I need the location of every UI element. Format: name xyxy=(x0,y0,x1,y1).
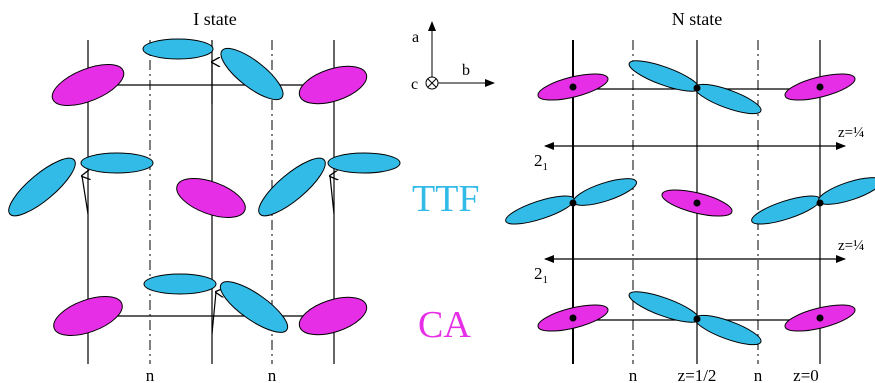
ttf-molecule xyxy=(80,152,154,174)
left-dimer-arrow-2 xyxy=(82,176,88,215)
z-level-label: z=¼ xyxy=(838,238,864,254)
n-state-title: N state xyxy=(672,9,722,29)
ttf-molecule xyxy=(628,60,700,92)
axes-indicator: a b c xyxy=(411,21,495,93)
z-half-label: z=1/2 xyxy=(678,366,717,383)
inversion-center-dot xyxy=(816,199,824,207)
i-state-title: I state xyxy=(193,9,236,29)
ca-molecule xyxy=(53,296,123,336)
n-glide-label: n xyxy=(268,366,277,383)
ttf-molecule xyxy=(220,47,284,101)
inversion-center-dot xyxy=(569,314,577,322)
inversion-center-dot xyxy=(693,84,701,92)
n-glide-label: n xyxy=(146,366,155,383)
ttf-molecule xyxy=(817,177,875,205)
screw-axis-subscript: 1 xyxy=(543,161,549,173)
left-dimer-arrow-4 xyxy=(211,292,216,335)
inversion-center-dot xyxy=(816,314,824,322)
ttf-molecule xyxy=(628,291,700,323)
inversion-center-dot xyxy=(569,199,577,207)
ttf-molecule xyxy=(8,157,76,217)
ca-molecule xyxy=(298,296,368,336)
ca-molecule xyxy=(298,65,368,105)
ttf-molecule xyxy=(751,195,821,225)
ttf-molecule xyxy=(572,178,638,206)
ttf-molecule xyxy=(258,157,326,217)
z-zero-label: z=0 xyxy=(793,366,819,383)
screw-axis-subscript: 1 xyxy=(543,274,549,286)
ca-legend-label: CA xyxy=(418,304,471,346)
a-axis-label: a xyxy=(412,29,419,46)
screw-axis-label: 21 xyxy=(534,151,548,173)
inversion-center-dot xyxy=(569,83,577,91)
ca-molecule xyxy=(51,63,125,107)
ttf-molecule xyxy=(142,38,214,60)
n-glide-label: n xyxy=(754,366,763,383)
ttf-molecule xyxy=(694,314,762,346)
ttf-molecule xyxy=(219,281,289,333)
inversion-center-dot xyxy=(693,199,701,207)
i-state-panel: I state n n xyxy=(8,9,401,383)
ttf-molecule xyxy=(327,152,401,174)
c-axis-label: c xyxy=(411,76,418,93)
ttf-legend-label: TTF xyxy=(412,178,480,220)
n-state-panel: N state 21 21 z=¼ z=¼ n z=1/2 n z=0 xyxy=(505,9,875,383)
inversion-center-dot xyxy=(693,315,701,323)
inversion-center-dot xyxy=(816,83,824,91)
ttf-molecule xyxy=(694,83,762,115)
ttf-molecule xyxy=(143,273,217,295)
z-level-label: z=¼ xyxy=(838,125,864,141)
n-glide-label: n xyxy=(629,366,638,383)
screw-axis-label: 21 xyxy=(534,264,548,286)
screw-axis-number: 2 xyxy=(534,264,543,283)
b-axis-label: b xyxy=(462,62,470,79)
ca-molecule xyxy=(176,178,246,218)
screw-axis-number: 2 xyxy=(534,151,543,170)
ttf-molecule xyxy=(505,195,575,225)
left-dimer-arrow-3 xyxy=(330,176,334,215)
c-axis-cross xyxy=(427,78,437,88)
